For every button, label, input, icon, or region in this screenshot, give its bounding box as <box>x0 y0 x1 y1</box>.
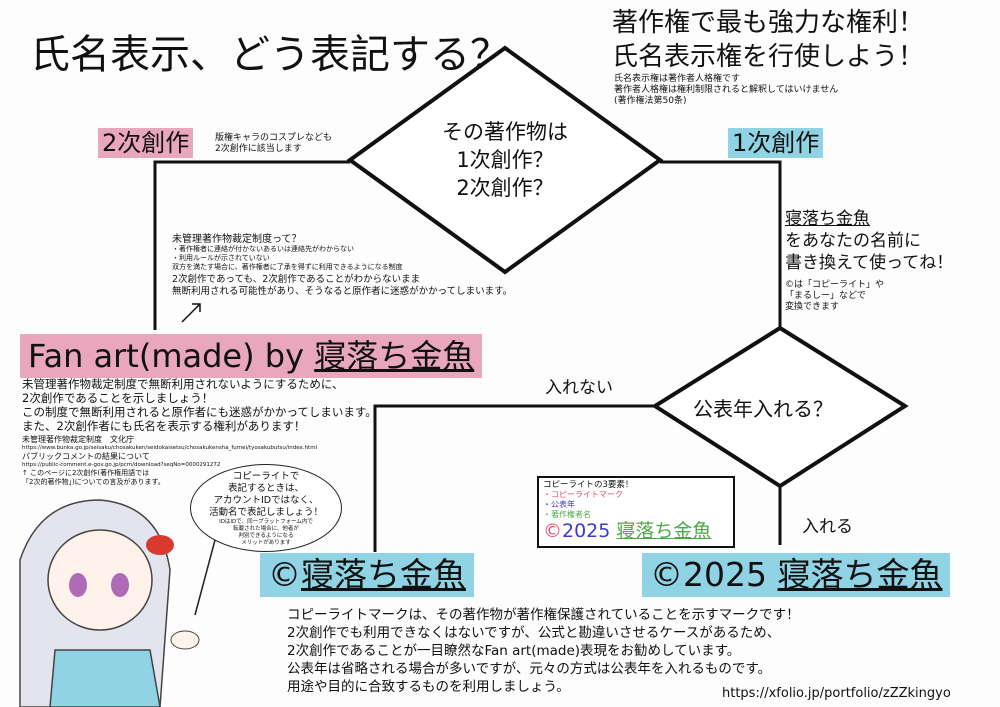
note-line: 著作者人格権は権利制限されると解釈してはいけません <box>614 85 839 95</box>
copyright-mark: © <box>650 555 683 594</box>
ref-note: ↑ このページに2次創作(著作権用語では <box>22 469 150 477</box>
portfolio-url[interactable]: https://xfolio.jp/portfolio/zZZkingyo <box>722 686 951 701</box>
bottom-line: 公表年は省略される場合が多いですが、元々の方式は公表年を入れるものです。 <box>287 661 771 677</box>
sample-name: 寝落ち金魚 <box>616 520 712 542</box>
mikanri-heading: 未管理著作物裁定制度って？ <box>172 234 302 245</box>
replace-small: 変換できます <box>785 302 840 312</box>
fanart-prefix: Fan art(made) by <box>28 337 315 375</box>
replace-name-note: 寝落ち金魚 をあなたの名前に 書き換えて使ってね！ ©は「コピーライト」や 「ま… <box>785 208 953 313</box>
decision-1-text: その著作物は 1次創作？ 2次創作？ <box>420 118 590 202</box>
bottom-line: 2次創作であることが一目瞭然なFan art(made)表現をお勧めしています。 <box>287 643 741 659</box>
headline-line: 氏名表示権を行使しよう！ <box>612 42 925 72</box>
label-secondary: 2次創作 <box>98 128 194 158</box>
arrow-head <box>192 303 201 312</box>
desc-line: 2次創作であることを示しましょう！ <box>22 391 214 405</box>
headline-notes: 氏名表示権は著作者人格権です 著作者人格権は権利制限されると解釈してはいけません… <box>614 74 838 107</box>
bubble-sub: 転載された場合に、他者が <box>233 526 299 532</box>
fanart-name: 寝落ち金魚 <box>314 337 475 375</box>
bubble-sub: 判別できるようになる <box>238 533 294 539</box>
bubble-line: アカウントIDではなく、 <box>213 495 319 506</box>
connector-no-year <box>373 404 655 552</box>
element-year: ・公表年 <box>543 500 575 509</box>
fanart-credit: Fan art(made) by 寝落ち金魚 <box>20 334 483 378</box>
result-name: 寝落ち金魚 <box>777 555 943 594</box>
three-elements-heading: コピーライトの3要素！ <box>543 480 634 490</box>
element-mark: ・コピーライトマーク <box>543 490 623 499</box>
note-line: 2次創作に該当します <box>215 144 302 154</box>
decision-line: 2次創作？ <box>456 176 554 200</box>
bubble-line: 表記するときは、 <box>227 483 304 494</box>
bubble-line: 活動名で表記しましょう！ <box>208 507 323 518</box>
bubble-tail <box>194 539 216 616</box>
connector-left <box>153 160 350 330</box>
bottom-line: 2次創作でも利用できなくはないですが、公式と勘違いさせるケースがあるため、 <box>287 625 781 641</box>
desc-line: この制度で無断利用されると原作者にも迷惑がかかってしまいます。 <box>22 405 377 419</box>
ref-link[interactable]: https://www.bunka.go.jp/seisaku/chosakuk… <box>22 445 318 451</box>
connector-right <box>660 160 782 200</box>
bubble-sub: IDはIDで、同一プラットフォーム内で <box>219 519 313 525</box>
desc-line: 未管理著作物裁定制度で無断利用されないようにするために、 <box>22 377 344 391</box>
replace-small: 「まるしー」などで <box>785 291 866 301</box>
replace-small: ©は「コピーライト」や <box>785 280 885 290</box>
bubble-sub: メリットがあります <box>241 540 291 546</box>
label-primary: 1次創作 <box>728 128 824 158</box>
page-title: 氏名表示、どう表記する？ <box>30 32 510 78</box>
ref-title: パブリックコメントの結果について <box>22 452 150 461</box>
headline: 著作権で最も強力な権利！ 氏名表示権を行使しよう！ <box>612 6 924 74</box>
replace-line: 書き換えて使ってね！ <box>785 253 954 273</box>
decision-diamond-1 <box>346 45 664 275</box>
mikanri-bullet: ・著作権者に連絡が付かないあるいは連絡先がわからない <box>172 245 354 253</box>
mikanri-warning: 無断利用される可能性があり、そうなると原作者に迷惑がかかってしまいます。 <box>172 286 513 297</box>
bottom-line: 用途や目的に合致するものを利用しましょう。 <box>287 679 570 695</box>
note-line: 氏名表示権は著作者人格権です <box>614 74 741 84</box>
headline-line: 著作権で最も強力な権利！ <box>612 8 925 38</box>
mikanri-warning: 2次創作であっても、2次創作であることがわからないまま <box>172 274 421 285</box>
branch-year: 入れる <box>802 517 853 537</box>
arrow-up-right <box>181 303 201 323</box>
decision-line: その著作物は <box>442 120 568 144</box>
result-name: 寝落ち金魚 <box>301 555 466 594</box>
bottom-line: コピーライトマークは、その著作物が著作権保護されていることを示すマークです！ <box>287 607 800 623</box>
fanart-description: 未管理著作物裁定制度で無断利用されないようにするために、 2次創作であることを示… <box>22 377 377 487</box>
sample-mark: © <box>543 520 562 542</box>
replace-line: をあなたの名前に <box>785 231 921 251</box>
desc-line: また、2次創作者にも氏名を表示する権利があります！ <box>22 419 306 433</box>
result-no-year: ©寝落ち金魚 <box>260 553 474 597</box>
element-name: ・著作権者名 <box>543 510 591 519</box>
three-elements-box: コピーライトの3要素！ ・コピーライトマーク ・公表年 ・著作権者名 ©2025… <box>537 476 735 548</box>
character-illustration <box>19 499 200 707</box>
mikanri-bullet: ・利用ルールが示されていない <box>172 254 270 262</box>
branch-no-year: 入れない <box>545 378 613 398</box>
result-with-year: ©2025 寝落ち金魚 <box>642 553 951 597</box>
sample-name: 寝落ち金魚 <box>785 209 870 229</box>
ref-link[interactable]: https://public-comment.e-gov.go.jp/pcm/d… <box>22 462 221 468</box>
sample-year: 2025 <box>562 520 611 542</box>
note-line: (著作権法第50条) <box>614 96 687 106</box>
speech-bubble: コピーライトで 表記するときは、 アカウントIDではなく、 活動名で表記しましょ… <box>190 464 342 552</box>
mikanri-explainer: 未管理著作物裁定制度って？ ・著作権者に連絡が付かないあるいは連絡先がわからない… <box>172 230 512 298</box>
ref-note: 「2次的著作物」)についての言及があります。 <box>22 478 165 486</box>
decision-line: 1次創作？ <box>456 148 554 172</box>
secondary-note: 版権キャラのコスプレなども 2次創作に該当します <box>215 133 332 155</box>
decision-2-text: 公表年入れる？ <box>693 397 833 421</box>
copyright-mark: © <box>268 555 301 594</box>
mikanri-summary: 双方を満たす場合に、著作権者に了承を得ずに利用できるようになる制度 <box>172 263 403 271</box>
ref-title: 未管理著作物裁定制度 文化庁 <box>22 435 134 444</box>
result-year-value: 2025 <box>683 555 778 594</box>
bottom-explanation: コピーライトマークは、その著作物が著作権保護されていることを示すマークです！ 2… <box>287 606 800 696</box>
bubble-line: コピーライトで <box>232 471 300 482</box>
note-line: 版権キャラのコスプレなども <box>215 133 333 143</box>
